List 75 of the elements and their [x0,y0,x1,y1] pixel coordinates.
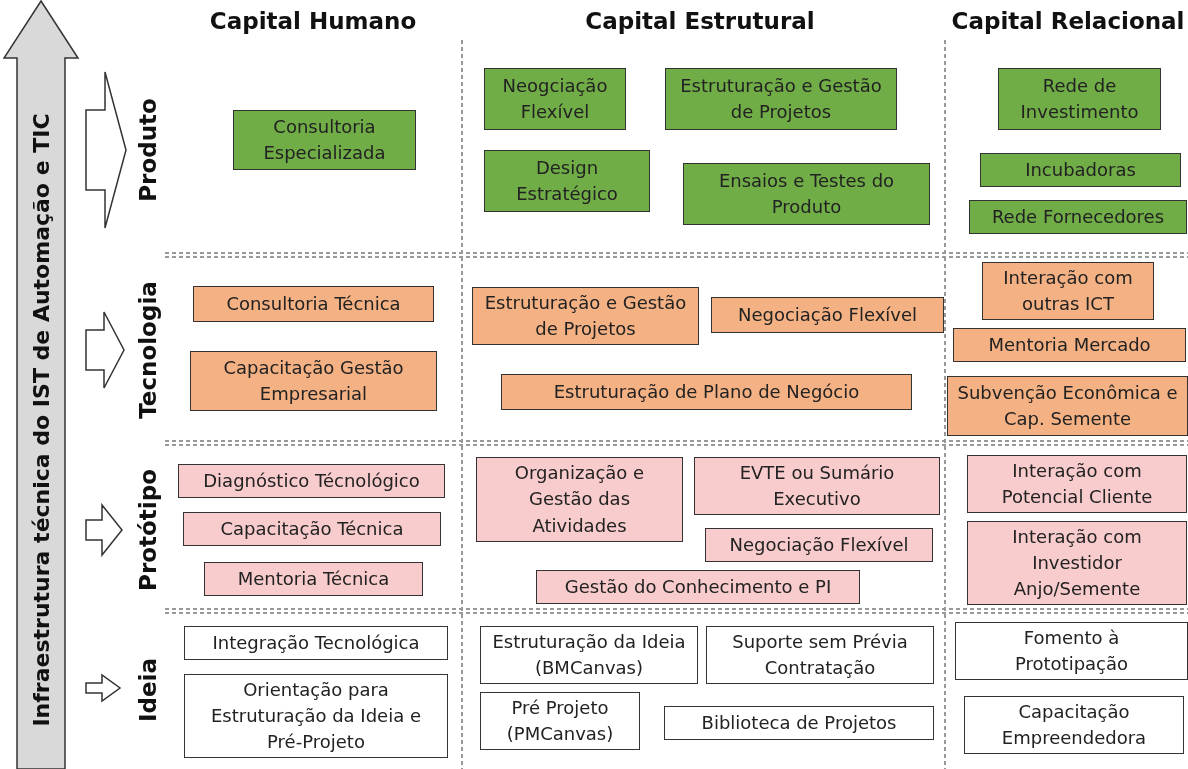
box-text: Integração Tecnológica [212,630,420,655]
box-text: Rede Fornecedores [991,204,1165,229]
activity-box [484,150,650,212]
activity-box [233,110,416,170]
activity-box [955,622,1188,680]
activity-box [664,706,934,740]
activity-box [967,521,1187,605]
box-text: Ensaios e Testes do Produto [717,168,896,219]
activity-box [969,200,1187,234]
activity-box [998,68,1161,130]
box-text: Organização e Gestão das Atividades [513,461,646,538]
box-text: Fomento à Prototipação [1013,625,1130,676]
box-text: Capacitação Empreendedora [1000,699,1148,750]
box-text: Consultoria Especializada [262,114,387,165]
row-heading: Produto [135,98,161,202]
box-text: Gestão do Conhecimento e PI [564,574,832,599]
box-text: Estruturação e Gestão de Projetos [483,290,688,341]
box-text: Interação com Potencial Cliente [1000,458,1154,509]
box-text: Interação com outras ICT [1002,265,1134,316]
activity-box [536,570,860,604]
activity-box [711,297,944,333]
row-heading: Tecnologia [135,281,161,419]
box-text: Negociação Flexível [729,532,909,557]
activity-box [178,464,445,498]
box-text: Estruturação da Ideia (BMCanvas) [491,629,687,680]
box-text: Pré Projeto (PMCanvas) [505,695,615,746]
activity-box [705,528,933,562]
activity-box [480,626,698,684]
activity-box [184,674,448,758]
box-text: Neogciação Flexível [501,73,609,124]
box-text: Capacitação Técnica [220,516,404,541]
box-text: Mentoria Mercado [988,332,1151,357]
activity-box [183,512,441,546]
activity-box [484,68,626,130]
box-text: Suporte sem Prévia Contratação [731,629,909,680]
box-text: Design Estratégico [515,155,619,206]
box-text: Orientação para Estruturação da Ideia e Pré-Projeto [210,677,422,755]
arrow-label: Infraestrutura técnica do IST de Automação e TIC [28,113,54,727]
box-text: Incubadoras [1025,157,1136,182]
box-text: Diagnóstico Técnológico [203,468,420,493]
box-text: Subvenção Econômica e Cap. Semente [956,380,1179,431]
activity-box [480,692,640,750]
activity-box [706,626,934,684]
activity-box [967,455,1187,513]
activity-box [184,626,448,660]
row-heading: Protótipo [135,469,161,591]
box-text: Negociação Flexível [737,302,918,327]
box-text: Estruturação de Plano de Negócio [553,379,860,404]
box-text: Rede de Investimento [1019,73,1140,124]
box-text: Mentoria Técnica [237,566,390,591]
activity-box [947,376,1188,436]
column-heading: Capital Estrutural [585,8,815,34]
activity-box [683,163,930,225]
box-text: Interação com Investidor Anjo/Semente [1011,524,1143,602]
activity-box [501,374,912,410]
activity-box [694,457,940,515]
activity-box [953,328,1186,362]
activity-box [472,287,699,345]
row-heading: Ideia [135,658,161,722]
activity-box [982,262,1154,320]
activity-box [204,562,423,596]
activity-box [665,68,897,130]
activity-box [980,153,1181,187]
vertical-arrow [3,0,80,769]
activity-box [193,286,434,322]
activity-box [190,351,437,411]
box-text: EVTE ou Sumário Executivo [738,460,896,511]
box-text: Capacitação Gestão Empresarial [222,355,405,406]
box-text: Biblioteca de Projetos [701,710,897,735]
column-heading: Capital Relacional [951,8,1185,34]
activity-box [964,696,1184,754]
activity-box [476,457,683,542]
box-text: Estruturação e Gestão de Projetos [679,73,883,124]
column-heading: Capital Humano [209,8,417,34]
box-text: Consultoria Técnica [226,291,401,316]
